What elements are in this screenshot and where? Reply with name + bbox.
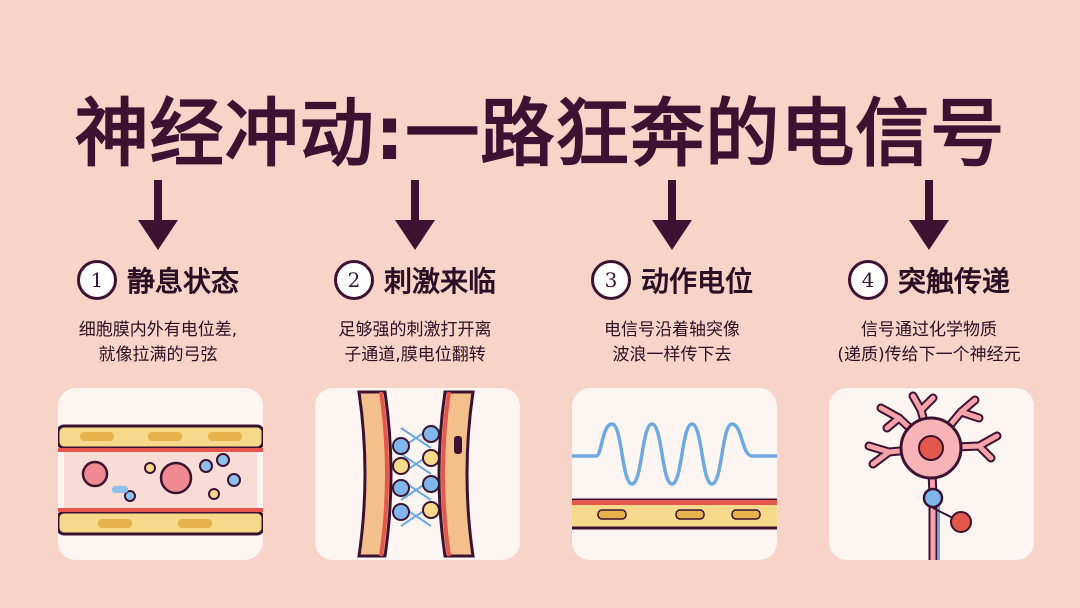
step-number-badge: 2: [333, 260, 374, 300]
down-arrow-icon: [652, 180, 692, 250]
neuron-synapse-icon: [829, 388, 1034, 560]
step-description: 细胞膜内外有电位差, 就像拉满的弓弦: [33, 318, 283, 368]
step-header: 2 刺激来临: [290, 260, 540, 300]
page-title: 神经冲动:一路狂奔的电信号: [74, 91, 1006, 177]
description-line: 波浪一样传下去: [612, 345, 732, 365]
step-number-badge: 1: [76, 260, 117, 300]
step-header: 4 突触传递: [804, 260, 1054, 300]
step-header: 1 静息状态: [33, 260, 283, 300]
down-arrow-icon: [909, 180, 949, 250]
down-arrow-icon: [395, 180, 435, 250]
step-title: 突触传递: [897, 265, 1010, 298]
ion-channel-icon: [315, 388, 520, 560]
step-header: 3 动作电位: [547, 260, 797, 300]
action-potential-wave-icon: [572, 388, 777, 560]
resting-membrane-icon: [58, 388, 263, 560]
step-number-badge: 4: [847, 260, 888, 300]
step-description: 电信号沿着轴突像 波浪一样传下去: [547, 318, 797, 368]
down-arrow-icon: [138, 180, 178, 250]
step-description: 信号通过化学物质 (递质)传给下一个神经元: [804, 318, 1054, 368]
description-line: (递质)传给下一个神经元: [837, 345, 1021, 365]
description-line: 信号通过化学物质: [861, 320, 997, 340]
description-line: 足够强的刺激打开离: [338, 320, 492, 340]
step-title: 静息状态: [126, 265, 239, 298]
description-line: 子通道,膜电位翻转: [344, 345, 486, 365]
step-description: 足够强的刺激打开离 子通道,膜电位翻转: [290, 318, 540, 368]
step-title: 刺激来临: [383, 265, 496, 298]
description-line: 细胞膜内外有电位差,: [78, 320, 238, 340]
description-line: 电信号沿着轴突像: [604, 320, 740, 340]
step-title: 动作电位: [640, 265, 753, 298]
description-line: 就像拉满的弓弦: [98, 345, 218, 365]
step-number-badge: 3: [590, 260, 631, 300]
